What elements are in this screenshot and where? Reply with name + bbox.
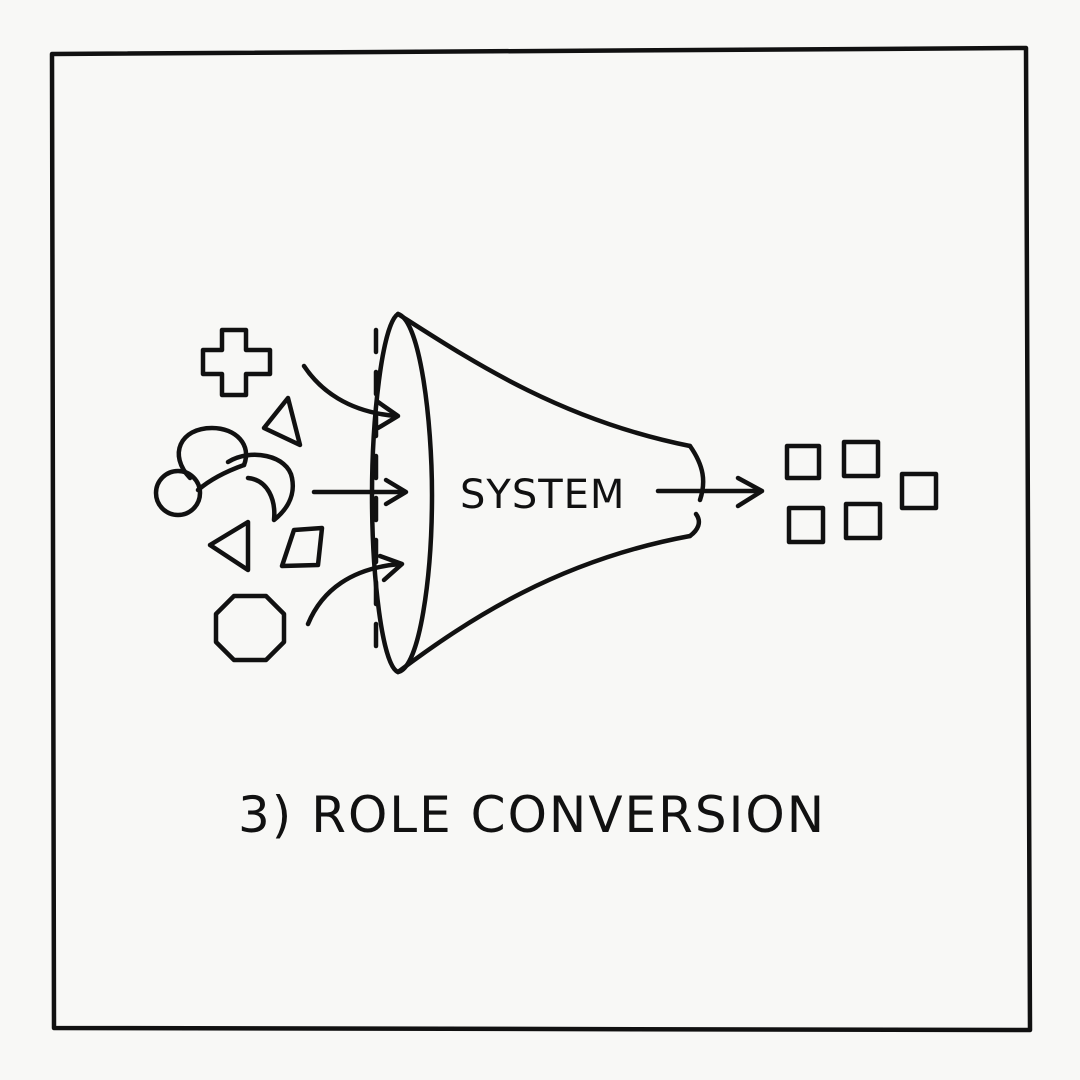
arrow-top: [301, 363, 401, 431]
output-squares: [784, 439, 939, 545]
output-square: [841, 439, 881, 479]
quadrilateral-shape: [279, 525, 325, 569]
blob-shape: [153, 425, 296, 523]
funnel-outlet: [687, 443, 706, 539]
small-triangle-shape: [261, 395, 303, 448]
output-square: [843, 501, 883, 541]
arrow-bottom: [305, 553, 405, 627]
system-label: SYSTEM: [460, 472, 625, 518]
frame-border: [49, 45, 1033, 1033]
funnel-system: [369, 311, 706, 675]
left-triangle-shape: [207, 519, 251, 573]
octagon-shape: [213, 593, 287, 663]
arrow-middle: [311, 477, 409, 507]
arrow-output: [655, 475, 765, 509]
funnel-top-edge: [395, 311, 693, 449]
output-square: [786, 505, 826, 545]
funnel-bottom-edge: [395, 533, 693, 675]
diagram-caption: 3) ROLE CONVERSION: [238, 786, 826, 844]
output-square: [899, 471, 939, 511]
funnel-mouth: [395, 311, 435, 675]
plus-shape: [200, 327, 273, 398]
output-square: [784, 443, 822, 481]
